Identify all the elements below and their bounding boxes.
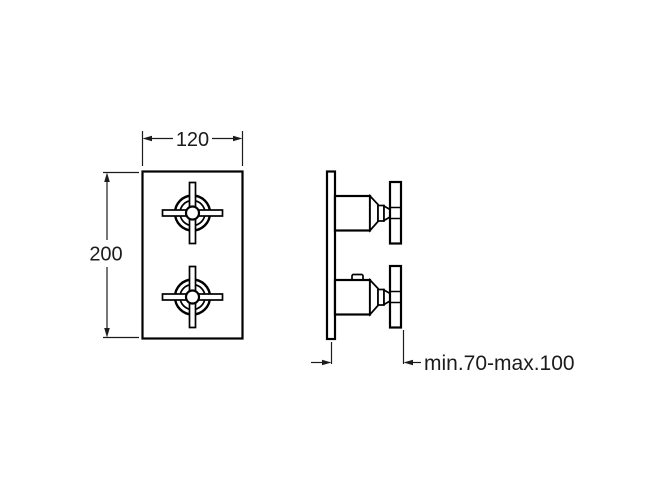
handle-hub	[184, 289, 201, 305]
front-cross-handle-top-icon	[161, 181, 224, 245]
valve-taper	[369, 277, 379, 317]
arrow-right-icon	[233, 135, 243, 142]
side-view	[325, 170, 403, 341]
valve-body	[333, 194, 372, 232]
height-dimension-label: 200	[89, 244, 122, 266]
depth-dimension-label: min.70-max.100	[424, 352, 575, 375]
dimension-height: 200	[89, 171, 139, 339]
dimension-depth: min.70-max.100	[311, 330, 575, 375]
front-view	[141, 170, 244, 340]
handle-bar-profile	[388, 180, 403, 245]
arrow-up-icon	[104, 172, 110, 182]
handle-hub	[184, 205, 201, 221]
dimension-width: 120	[141, 129, 244, 166]
handle-bar-profile	[388, 264, 403, 329]
side-valve-bottom	[333, 264, 403, 329]
front-cross-handle-bottom-icon	[161, 265, 224, 329]
valve-body	[333, 278, 372, 316]
arrow-right-icon	[322, 359, 332, 366]
side-valve-top	[333, 180, 403, 245]
valve-stem	[377, 288, 385, 306]
arrow-left-icon	[142, 135, 152, 142]
width-dimension-label: 120	[176, 129, 209, 151]
side-plate	[325, 170, 337, 341]
valve-taper	[369, 193, 379, 233]
arrow-down-icon	[104, 328, 110, 338]
valve-stem	[377, 204, 385, 222]
arrow-left-icon	[403, 359, 413, 366]
